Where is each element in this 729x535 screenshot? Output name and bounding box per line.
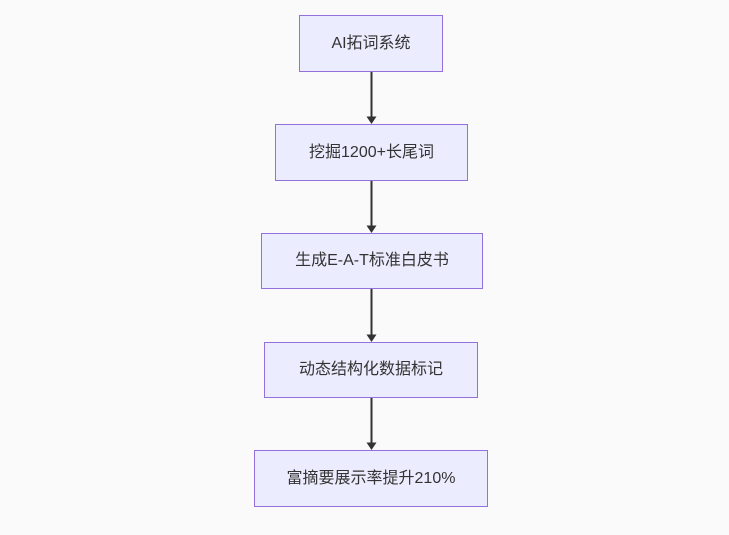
arrowhead-down-icon [366,116,377,124]
flow-node-mine-longtail-keywords: 挖掘1200+长尾词 [275,124,468,181]
flow-node-dynamic-structured-data-markup: 动态结构化数据标记 [264,342,478,398]
edge-arrow-a-to-b [366,72,377,124]
flow-node-label: 富摘要展示率提升210% [286,469,456,487]
edge-arrow-b-to-c [366,181,377,233]
flow-node-ai-keyword-system: AI拓词系统 [299,15,443,72]
flow-node-label: 动态结构化数据标记 [298,361,443,378]
edge-arrow-c-to-d [366,289,377,342]
flow-node-label: AI拓词系统 [331,34,411,52]
flow-node-label: 生成E-A-T标准白皮书 [295,252,449,269]
arrowhead-down-icon [366,334,377,342]
flow-node-generate-eat-whitepaper: 生成E-A-T标准白皮书 [261,233,483,289]
edge-arrow-d-to-e [366,398,377,450]
arrowhead-down-icon [366,442,377,450]
flow-node-label: 挖掘1200+长尾词 [309,143,434,161]
arrowhead-down-icon [366,225,377,233]
flow-node-rich-snippet-rate-increase: 富摘要展示率提升210% [254,450,488,507]
